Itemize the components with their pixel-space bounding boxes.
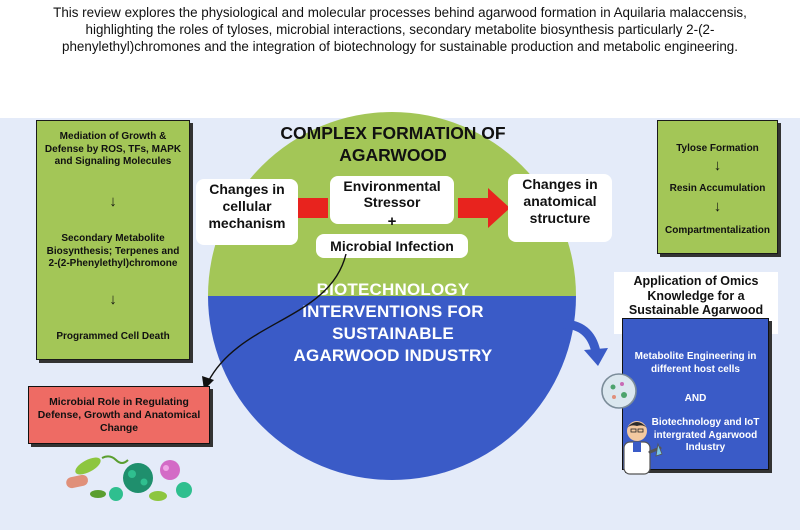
cellular-mechanism-box: Mediation of Growth & Defense by ROS, TF… <box>36 120 190 360</box>
right-step-3: Compartmentalization <box>664 225 770 236</box>
left-step-3: Programmed Cell Death <box>56 331 170 342</box>
microbes-illustration-icon <box>66 455 192 501</box>
intro-text: This review explores the physiological a… <box>53 5 747 54</box>
left-step-2: Secondary Metabolite Biosynthesis; Terpe… <box>46 233 180 269</box>
right-arrow-2: ↓ <box>713 198 722 215</box>
right-step-1: Tylose Formation <box>676 143 759 154</box>
right-step-2: Resin Accumulation <box>669 183 766 194</box>
right-red-arrow <box>458 188 510 228</box>
petri-dish-icon <box>601 373 637 409</box>
microbial-link-arrow <box>202 253 347 390</box>
left-arrow-2: ↓ <box>109 291 117 308</box>
omics-and: AND <box>684 393 707 404</box>
plus-sign: + <box>387 213 397 230</box>
scientist-icon <box>623 421 663 475</box>
microbial-infection-label: Microbial Infection <box>316 234 468 258</box>
microbial-role-box: Microbial Role in Regulating Defense, Gr… <box>28 386 210 444</box>
right-arrow-1: ↓ <box>713 157 722 174</box>
anatomical-structure-label: Changes in anatomical structure <box>508 174 612 242</box>
environmental-stressor-label: Environmental Stressor <box>330 176 454 224</box>
left-step-1: Mediation of Growth & Defense by ROS, TF… <box>44 131 182 167</box>
microbial-role-text: Microbial Role in Regulating Defense, Gr… <box>37 397 201 434</box>
cellular-mechanism-label: Changes in cellular mechanism <box>196 179 298 245</box>
biotechnology-title: BIOTECHNOLOGY INTERVENTIONS FOR SUSTAINA… <box>293 280 493 365</box>
anatomical-structure-box: Tylose Formation ↓ Resin Accumulation ↓ … <box>657 120 778 254</box>
omics-box: Metabolite Engineering in different host… <box>622 318 769 470</box>
left-arrow-1: ↓ <box>109 193 117 210</box>
omics-line-1: Metabolite Engineering in different host… <box>634 351 757 375</box>
omics-line-2: Biotechnology and IoT intergrated Agarwo… <box>651 417 760 453</box>
circle-bottom-half <box>208 296 576 480</box>
circle-title: COMPLEX FORMATION OF AGARWOOD <box>280 123 506 165</box>
blue-curved-arrow <box>561 319 608 366</box>
